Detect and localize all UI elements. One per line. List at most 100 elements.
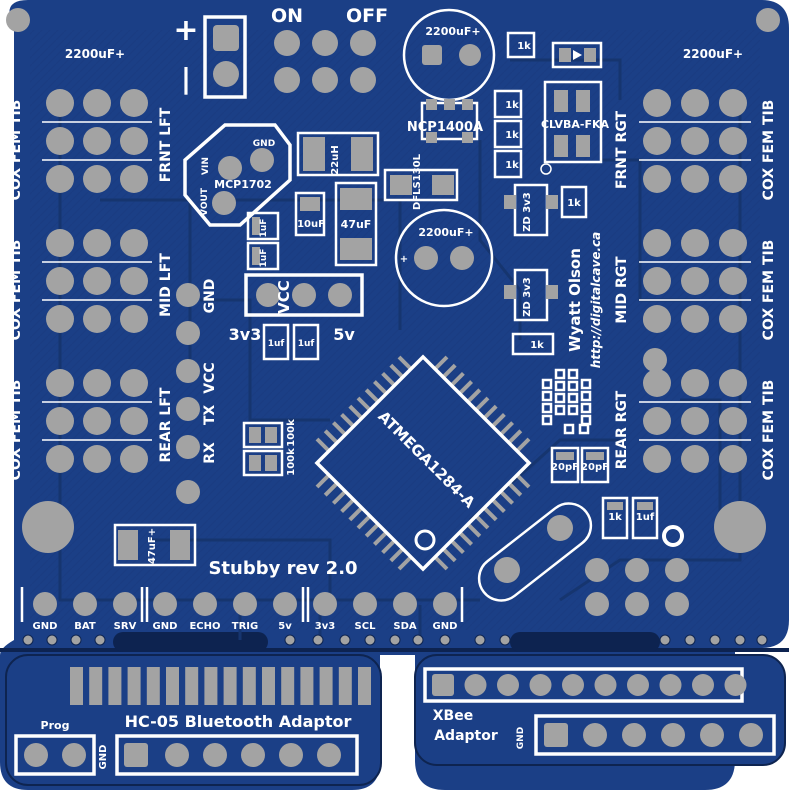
left-leg-pad[interactable] [46,369,74,397]
xbee-header-pad[interactable] [544,723,568,747]
xbee-header-pad[interactable] [562,674,584,696]
right-leg-pad[interactable] [719,305,747,333]
right-leg-pad[interactable] [643,369,671,397]
xbee-header-pad[interactable] [700,723,724,747]
left-leg-pad[interactable] [83,407,111,435]
xbee-header-bottom-pads[interactable] [544,723,763,747]
left-leg-pad[interactable] [46,305,74,333]
cap-pad[interactable] [414,246,438,270]
right-leg-pad[interactable] [681,89,709,117]
right-leg-pad[interactable] [681,305,709,333]
power-pad[interactable] [213,61,239,87]
left-leg-pad[interactable] [83,445,111,473]
right-leg-pad[interactable] [681,165,709,193]
xbee-header-pad[interactable] [739,723,763,747]
right-leg-pad[interactable] [681,267,709,295]
xbee-header-pad[interactable] [529,674,552,696]
vcc-jumper-pad[interactable] [292,283,316,307]
bottom-header-pad[interactable] [233,592,257,616]
bottom-header-pad[interactable] [353,592,377,616]
left-leg-pad[interactable] [46,407,74,435]
bluetooth-header-pads[interactable] [124,743,341,767]
right-leg-pad[interactable] [643,229,671,257]
bluetooth-header-pad[interactable] [317,743,341,767]
right-leg-pad[interactable] [643,127,671,155]
bottom-header-pad[interactable] [113,592,137,616]
left-leg-pad[interactable] [120,89,148,117]
bottom-header-pad[interactable] [73,592,97,616]
left-leg-pad[interactable] [120,229,148,257]
left-leg-pad[interactable] [83,305,111,333]
right-leg-pad[interactable] [719,89,747,117]
right-leg-pad[interactable] [681,229,709,257]
mcp1702-pad[interactable] [218,156,242,180]
right-leg-pad[interactable] [681,445,709,473]
right-leg-pad[interactable] [643,267,671,295]
left-leg-pad[interactable] [83,89,111,117]
left-leg-pad[interactable] [120,445,148,473]
bluetooth-header-pad[interactable] [124,743,148,767]
xbee-header-pad[interactable] [659,674,682,696]
serial-header[interactable] [176,283,200,504]
right-leg-pad[interactable] [719,407,747,435]
bluetooth-header-pad[interactable] [279,743,303,767]
mcp1702-pad[interactable] [212,191,236,215]
bluetooth-header-pad[interactable] [165,743,189,767]
left-leg-pad[interactable] [120,305,148,333]
right-leg-pad[interactable] [681,407,709,435]
left-leg-pad[interactable] [46,165,74,193]
left-leg-pad[interactable] [46,229,74,257]
left-leg-pad[interactable] [83,229,111,257]
left-leg-pad[interactable] [83,267,111,295]
right-leg-pad[interactable] [643,445,671,473]
cap-pad[interactable] [422,45,442,65]
left-leg-pad[interactable] [83,165,111,193]
left-leg-pad[interactable] [120,369,148,397]
right-leg-pad[interactable] [719,127,747,155]
vcc-jumper-pad[interactable] [328,283,352,307]
bottom-header-pad[interactable] [313,592,337,616]
bottom-header-pad[interactable] [433,592,457,616]
bluetooth-header-pad[interactable] [203,743,227,767]
right-leg-pad[interactable] [643,89,671,117]
prog-jumper-pad[interactable] [24,743,48,767]
xbee-header-pad[interactable] [622,723,646,747]
left-leg-pad[interactable] [83,369,111,397]
left-leg-pad[interactable] [120,165,148,193]
left-leg-pad[interactable] [46,445,74,473]
right-leg-pad[interactable] [643,407,671,435]
bottom-header-pad[interactable] [393,592,417,616]
xbee-header-pad[interactable] [497,674,519,696]
xbee-header-pad[interactable] [583,723,607,747]
xbee-header-pad[interactable] [661,723,685,747]
left-leg-pad[interactable] [46,89,74,117]
power-switch[interactable] [274,30,376,93]
xbee-header-pad[interactable] [724,674,747,696]
left-leg-pad[interactable] [120,407,148,435]
bottom-header-pad[interactable] [153,592,177,616]
right-leg-pad[interactable] [719,229,747,257]
left-leg-pad[interactable] [120,267,148,295]
xbee-header-pad[interactable] [692,674,714,696]
right-leg-pad[interactable] [719,267,747,295]
power-pad[interactable] [213,25,239,51]
bottom-header-pad[interactable] [33,592,57,616]
xbee-header-pad[interactable] [432,674,454,696]
bottom-header-pad[interactable] [273,592,297,616]
right-leg-pad[interactable] [681,127,709,155]
right-leg-pad[interactable] [719,369,747,397]
mcp1702-pad[interactable] [250,148,274,172]
xbee-header-pad[interactable] [594,674,617,696]
right-leg-pad[interactable] [643,165,671,193]
xbee-header-pad[interactable] [627,674,649,696]
xbee-header-pad[interactable] [464,674,487,696]
right-leg-pad[interactable] [719,165,747,193]
bottom-header-pads[interactable] [33,592,457,616]
prog-jumper-pad[interactable] [62,743,86,767]
bluetooth-header-pad[interactable] [241,743,265,767]
cap-pad[interactable] [450,246,474,270]
right-aux-pads[interactable] [585,308,689,616]
right-leg-pad[interactable] [719,445,747,473]
xbee-header-top-pads[interactable] [432,674,747,696]
vcc-jumper-pad[interactable] [256,283,280,307]
